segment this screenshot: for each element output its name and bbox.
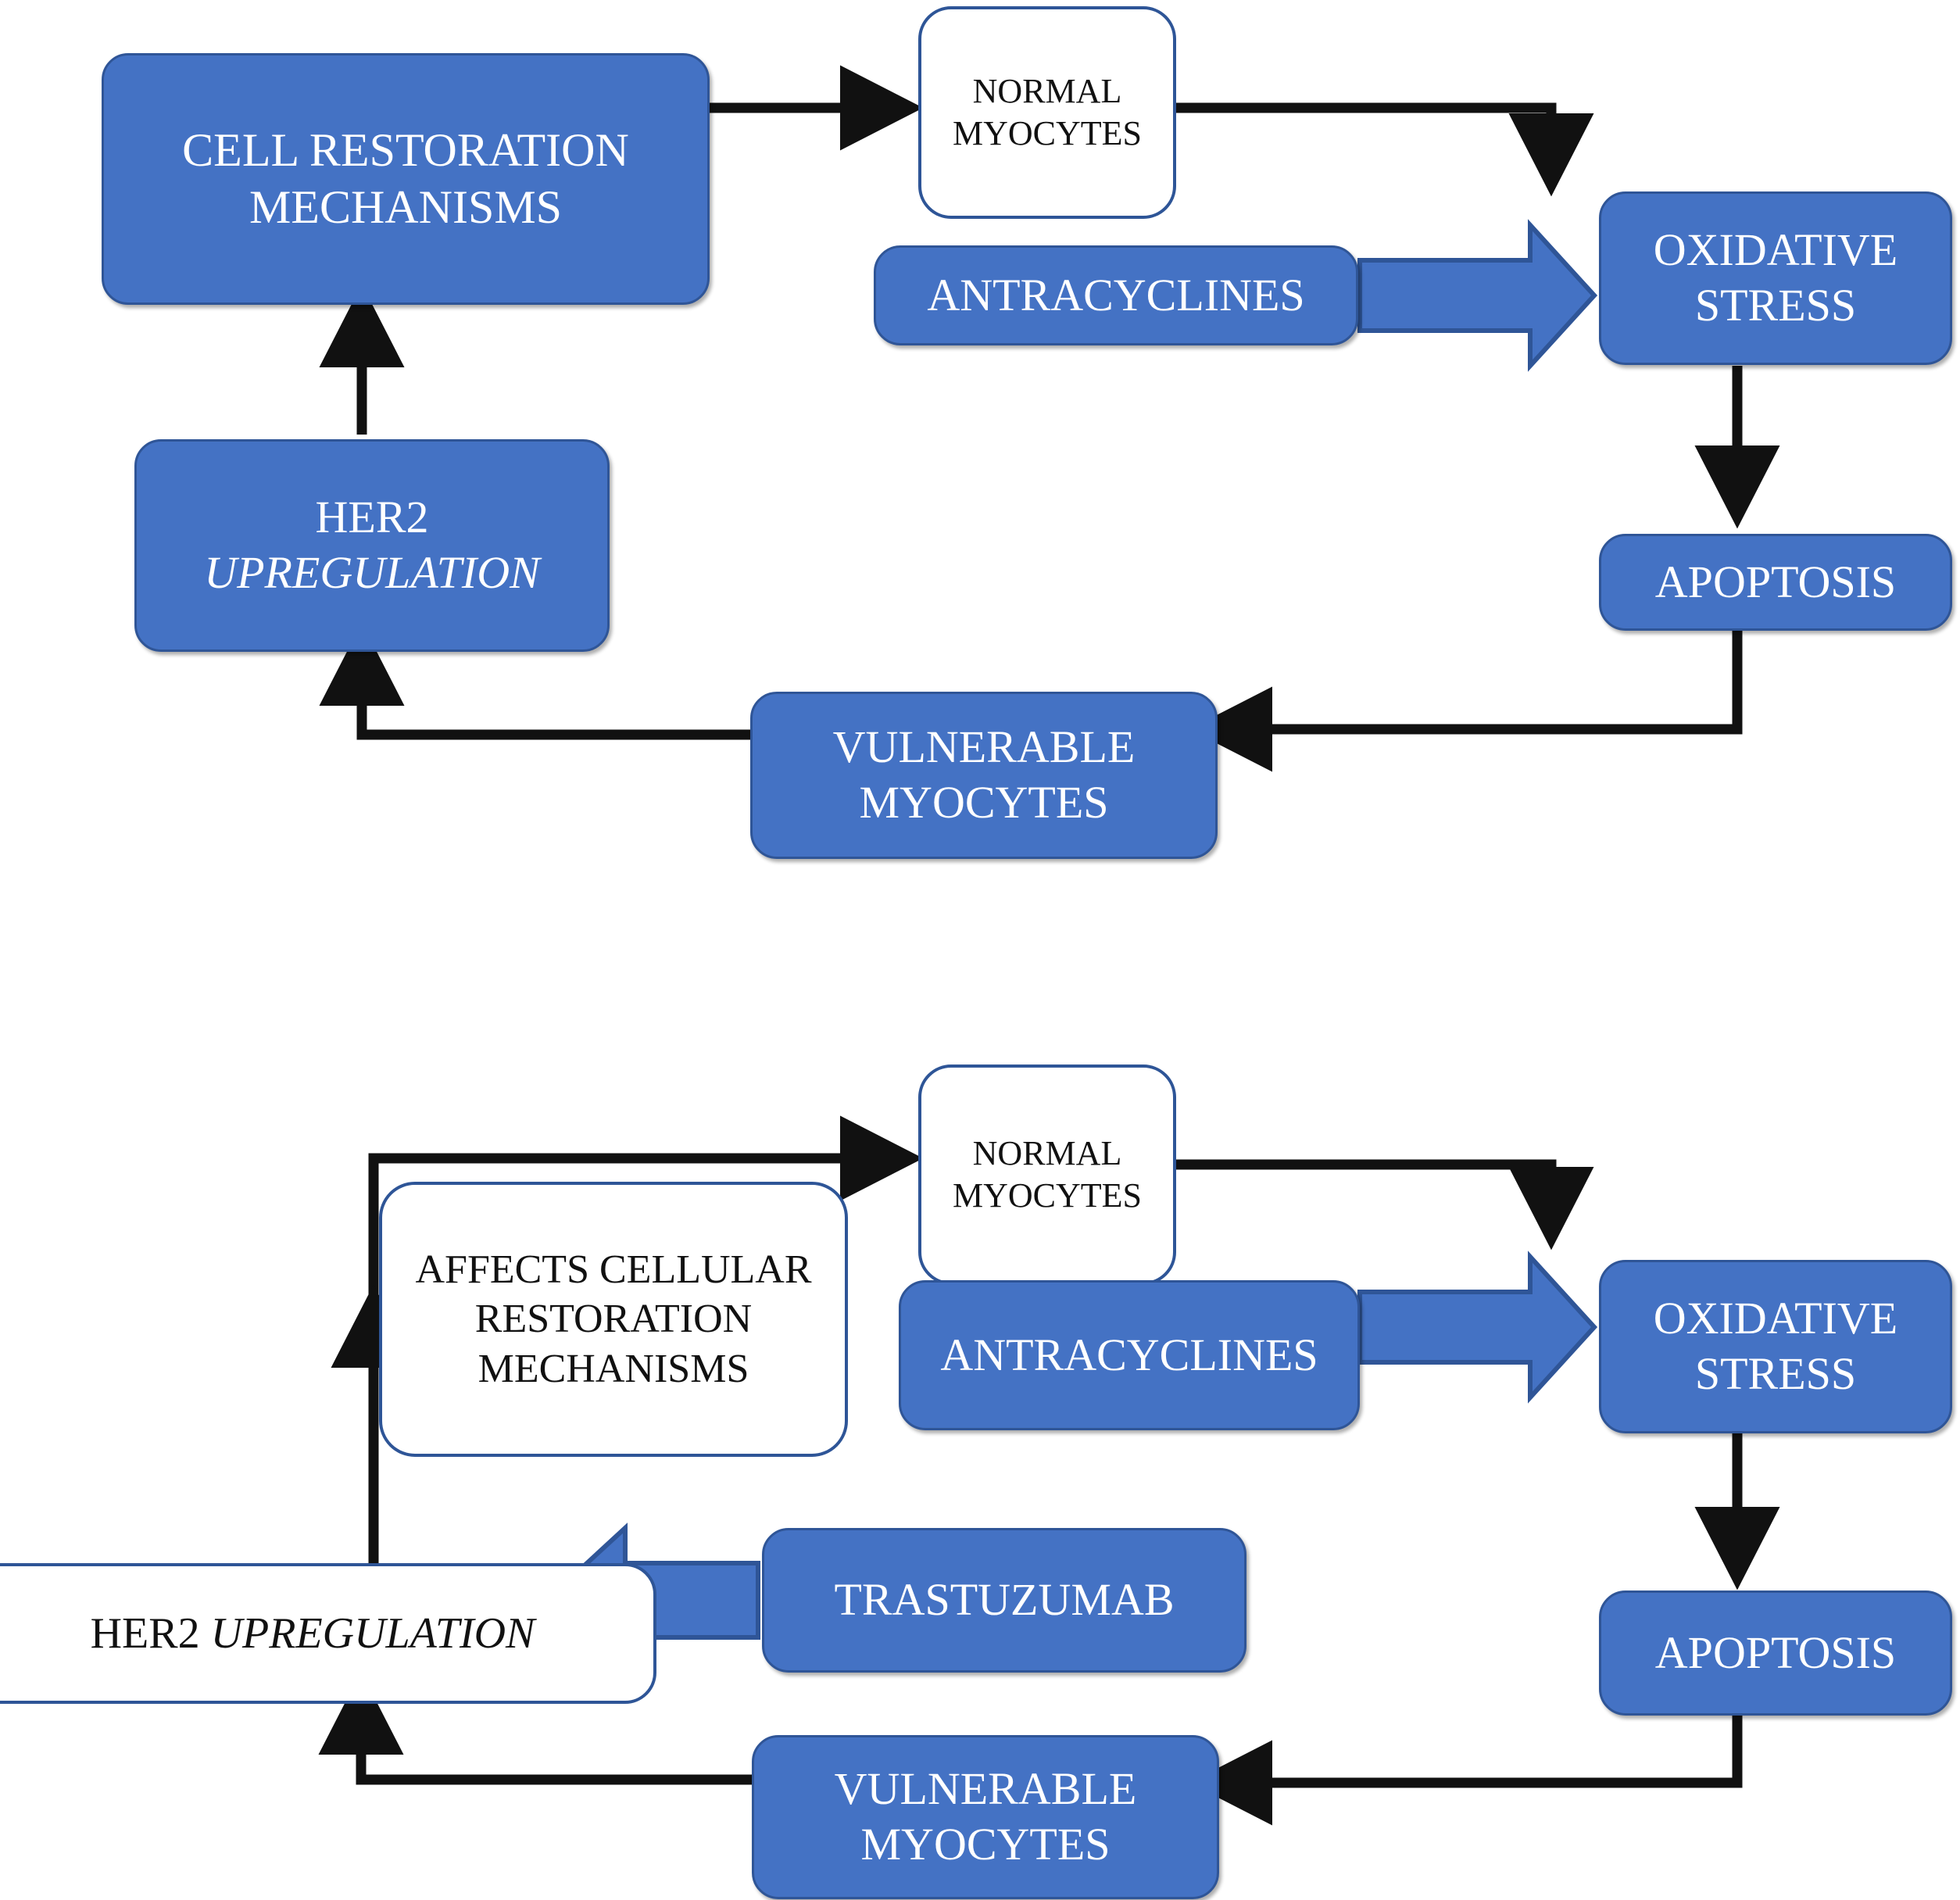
node-her2-upregulation[interactable]: HER2 UPREGULATION <box>134 439 610 652</box>
edge-normal-myocytes-to-oxidative-stress <box>1176 102 1594 197</box>
node-label-wrapper: HER2 UPREGULATION <box>137 490 607 601</box>
node-apoptosis-2[interactable]: APOPTOSIS <box>1599 1590 1952 1716</box>
edge-apoptosis-to-vulnerable-myocytes <box>1189 628 1743 772</box>
node-label: OXIDATIVE STRESS <box>1653 1293 1898 1399</box>
node-normal-myocytes-2[interactable]: NORMAL MYOCYTES <box>918 1065 1176 1285</box>
node-label: TRASTUZUMAB <box>834 1574 1175 1626</box>
edge-vulnerable-myocytes-to-her2 <box>319 622 750 740</box>
bottom-panel-connectors <box>318 1115 1780 1826</box>
node-her2-upregulation-2[interactable]: HER2 UPREGULATION <box>0 1563 656 1704</box>
node-label: ANTRACYCLINES <box>927 269 1305 320</box>
edge-vulnerable-myocytes-2-to-her2-2 <box>318 1671 752 1785</box>
node-label-her2: HER2 <box>315 492 429 543</box>
node-label: NORMAL MYOCYTES <box>952 72 1143 152</box>
node-apoptosis[interactable]: APOPTOSIS <box>1599 534 1952 631</box>
node-trastuzumab[interactable]: TRASTUZUMAB <box>762 1528 1246 1673</box>
block-arrow-antracyclines-to-oxidative-stress <box>1357 219 1598 372</box>
node-label: VULNERABLE MYOCYTES <box>834 1763 1137 1870</box>
node-vulnerable-myocytes-2[interactable]: VULNERABLE MYOCYTES <box>752 1735 1219 1899</box>
node-affects-cellular-restoration-mechanisms[interactable]: AFFECTS CELLULAR RESTORATION MECHANISMS <box>379 1182 848 1457</box>
node-label: ANTRACYCLINES <box>940 1329 1318 1380</box>
node-label: APOPTOSIS <box>1654 556 1897 607</box>
top-panel-connectors <box>319 65 1780 772</box>
node-label-wrapper: HER2 UPREGULATION <box>0 1607 653 1660</box>
node-oxidative-stress-2[interactable]: OXIDATIVE STRESS <box>1599 1260 1952 1433</box>
node-label: AFFECTS CELLULAR RESTORATION MECHANISMS <box>415 1247 812 1391</box>
node-normal-myocytes[interactable]: NORMAL MYOCYTES <box>918 6 1176 219</box>
node-label-upregulation: UPREGULATION <box>210 1608 535 1658</box>
edge-apoptosis-2-to-vulnerable-myocytes-2 <box>1189 1714 1743 1826</box>
edge-normal-myocytes-2-to-oxidative-stress-2 <box>1176 1159 1594 1251</box>
node-label: OXIDATIVE STRESS <box>1653 224 1898 331</box>
block-arrow-antracyclines-2-to-oxidative-stress-2 <box>1357 1251 1598 1404</box>
node-label-her2: HER2 <box>90 1608 211 1658</box>
node-antracyclines-2[interactable]: ANTRACYCLINES <box>899 1280 1360 1430</box>
node-label: CELL RESTORATION MECHANISMS <box>182 123 629 233</box>
node-antracyclines[interactable]: ANTRACYCLINES <box>874 245 1358 345</box>
node-label: VULNERABLE MYOCYTES <box>832 721 1136 828</box>
node-label-upregulation: UPREGULATION <box>204 547 540 598</box>
edge-affects-to-normal-myocytes <box>368 1115 924 1297</box>
node-vulnerable-myocytes[interactable]: VULNERABLE MYOCYTES <box>750 692 1218 859</box>
node-cell-restoration-mechanisms[interactable]: CELL RESTORATION MECHANISMS <box>102 53 710 305</box>
node-label: NORMAL MYOCYTES <box>952 1134 1143 1215</box>
node-oxidative-stress[interactable]: OXIDATIVE STRESS <box>1599 191 1952 365</box>
node-label: APOPTOSIS <box>1654 1626 1897 1678</box>
